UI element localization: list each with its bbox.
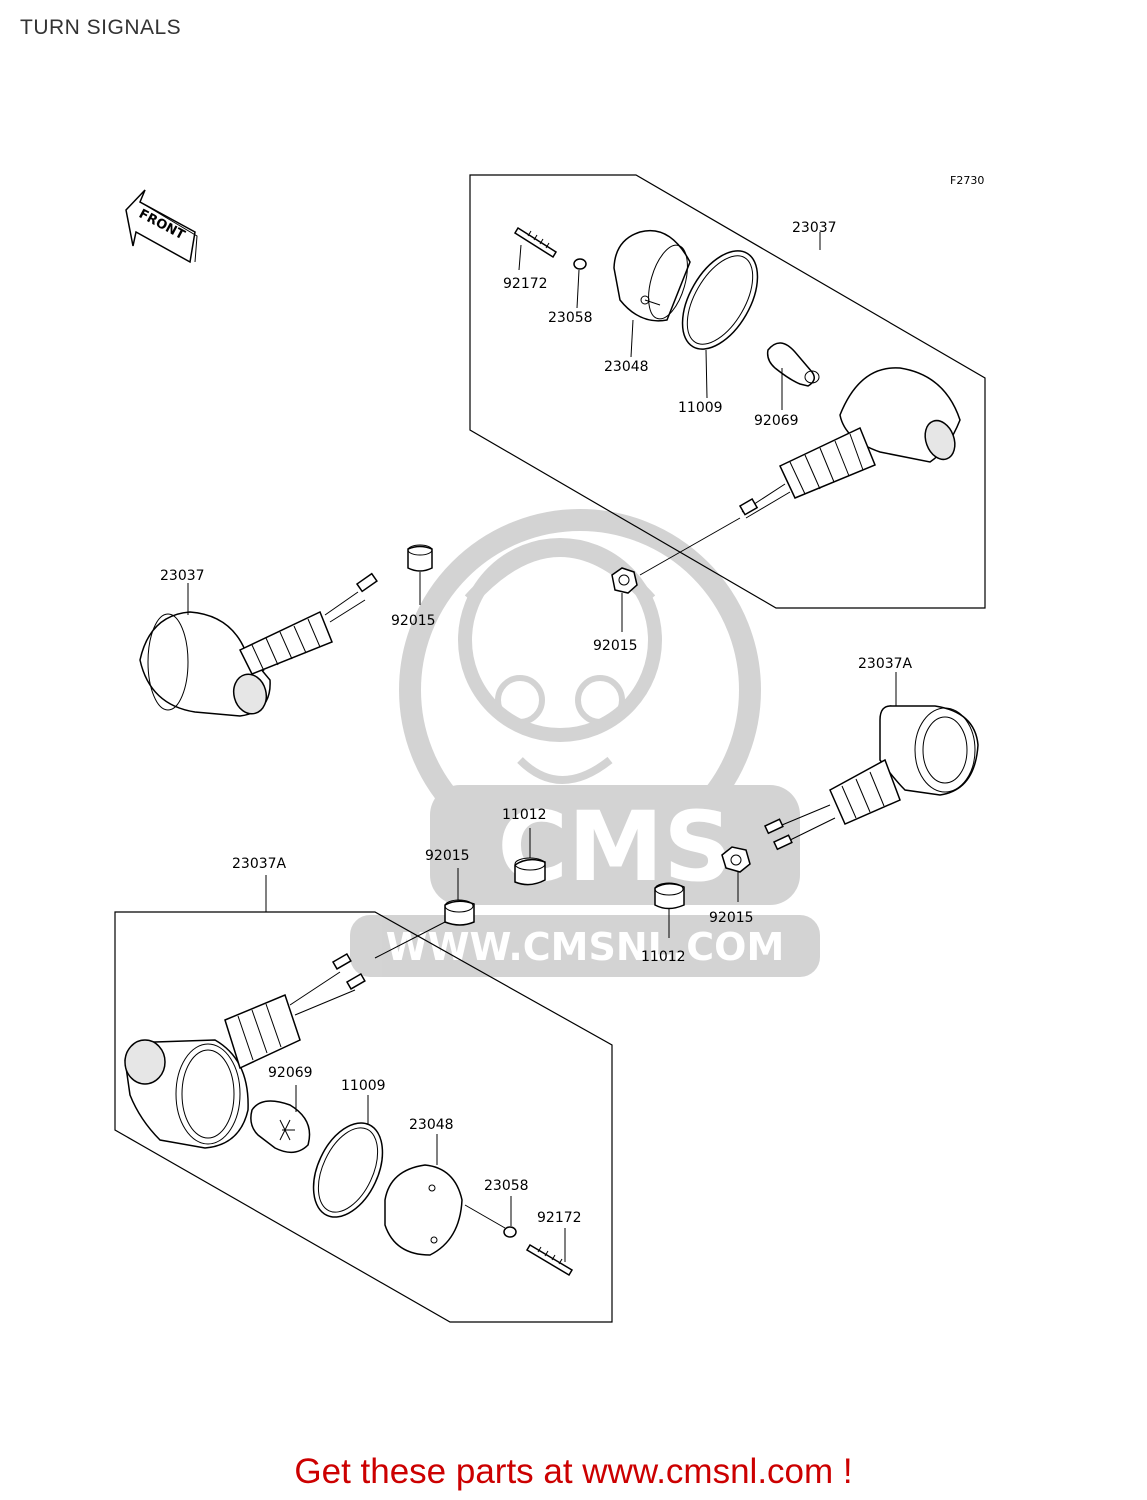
top-bulb [766, 342, 820, 387]
watermark-logo-text: CMS [497, 791, 732, 903]
bottom-signal-body [124, 952, 366, 1149]
callout-center-nut: 92015 [425, 848, 470, 864]
callout-right-signal: 23037A [858, 656, 913, 672]
bottom-gasket-ring [312, 1122, 384, 1218]
top-signal-body [738, 367, 961, 519]
top-leader-lines [518, 232, 821, 576]
callout-top-washer: 23058 [548, 310, 593, 326]
watermark-url: WWW.CMSNL.COM [386, 925, 785, 969]
top-bolt [513, 226, 558, 259]
center-spacer [514, 857, 546, 886]
parts-diagram: CMS WWW.CMSNL.COM FRONT F2730 [114, 174, 986, 1323]
bottom-bolt [525, 1243, 574, 1277]
top-lens [613, 229, 691, 322]
bottom-washer [503, 1226, 517, 1238]
callout-left-nut: 92015 [391, 613, 436, 629]
callout-bottom-lens: 23048 [409, 1117, 454, 1133]
callout-bottom-bulb: 92069 [268, 1065, 313, 1081]
bottom-assembly-outline [114, 911, 613, 1323]
right-signal [764, 705, 979, 851]
callout-top-assembly: 23037 [792, 220, 837, 236]
callout-top-bolt: 92172 [503, 276, 548, 292]
callout-center-spacer: 11012 [502, 807, 547, 823]
page-title: TURN SIGNALS [20, 16, 182, 39]
callout-right-spacer: 11012 [641, 949, 686, 965]
top-gasket-ring [681, 250, 759, 350]
callout-top-bulb: 92069 [754, 413, 799, 429]
callout-mid-nut: 92015 [593, 638, 638, 654]
left-signal [139, 572, 378, 717]
callout-right-nut: 92015 [709, 910, 754, 926]
center-nut [444, 899, 475, 926]
callout-top-ring: 11009 [678, 400, 723, 416]
cta-link-text[interactable]: Get these parts at www.cmsnl.com ! [294, 1452, 853, 1491]
top-washer [573, 258, 587, 270]
callout-bottom-washer: 23058 [484, 1178, 529, 1194]
callout-top-lens: 23048 [604, 359, 649, 375]
right-nut [721, 846, 751, 873]
callout-bottom-assembly: 23037A [232, 856, 287, 872]
front-arrow-icon: FRONT [125, 189, 198, 264]
callout-bottom-ring: 11009 [341, 1078, 386, 1094]
callout-bottom-bolt: 92172 [537, 1210, 582, 1226]
callout-left-signal: 23037 [160, 568, 205, 584]
figure-code: F2730 [950, 174, 984, 187]
top-assembly-outline [469, 174, 986, 609]
left-nut [407, 544, 433, 572]
bottom-bulb [250, 1100, 311, 1154]
bottom-lens [384, 1164, 463, 1256]
mid-nut [611, 567, 638, 594]
right-spacer [654, 882, 685, 910]
